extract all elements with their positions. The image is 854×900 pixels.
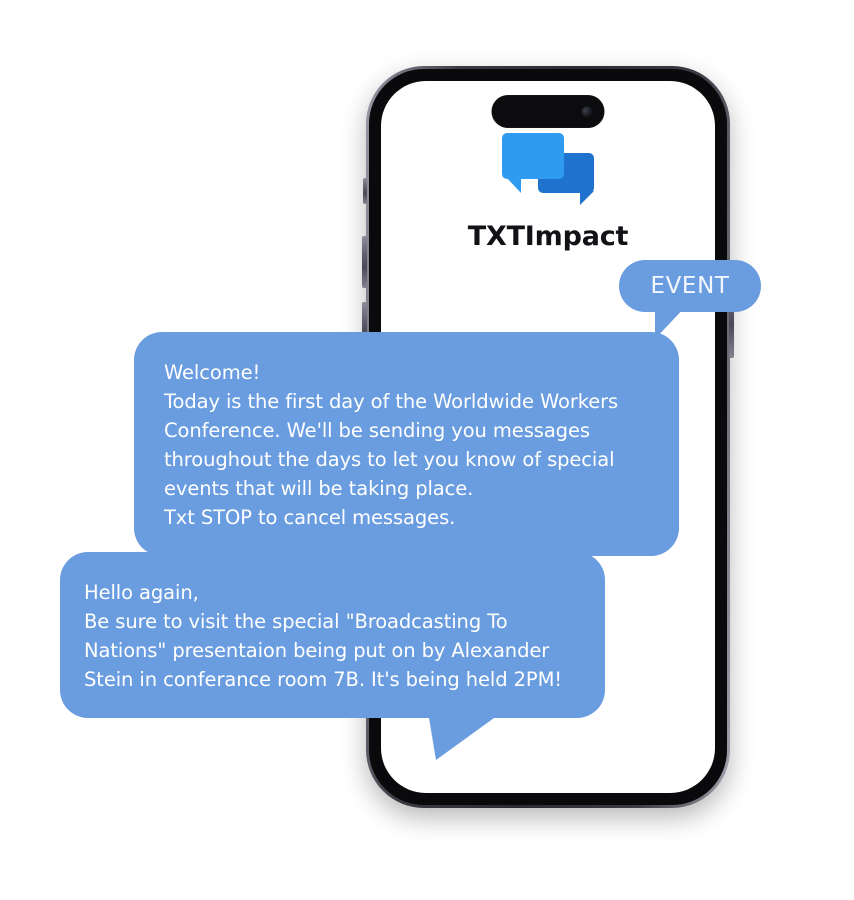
volume-up-button[interactable]: [362, 236, 367, 288]
logo-back-bubble-tail: [580, 191, 594, 205]
volume-down-button[interactable]: [362, 302, 367, 354]
power-button[interactable]: [729, 274, 734, 358]
brand-name: TXTImpact: [467, 221, 629, 252]
logo-front-bubble-tail: [506, 177, 521, 193]
brand-block: TXTImpact: [381, 133, 715, 252]
message-bubble-1: Welcome! Today is the first day of the W…: [134, 332, 679, 556]
front-camera-icon: [581, 106, 593, 117]
logo-front-bubble-shape: [502, 133, 564, 179]
message-bubble-2: Hello again, Be sure to visit the specia…: [60, 552, 605, 718]
silent-switch[interactable]: [363, 178, 367, 204]
event-badge-label: EVENT: [650, 273, 730, 299]
txtimpact-chat-bubbles-logo-icon: [502, 133, 594, 205]
dynamic-island: [491, 95, 605, 128]
event-badge: EVENT: [619, 260, 761, 312]
